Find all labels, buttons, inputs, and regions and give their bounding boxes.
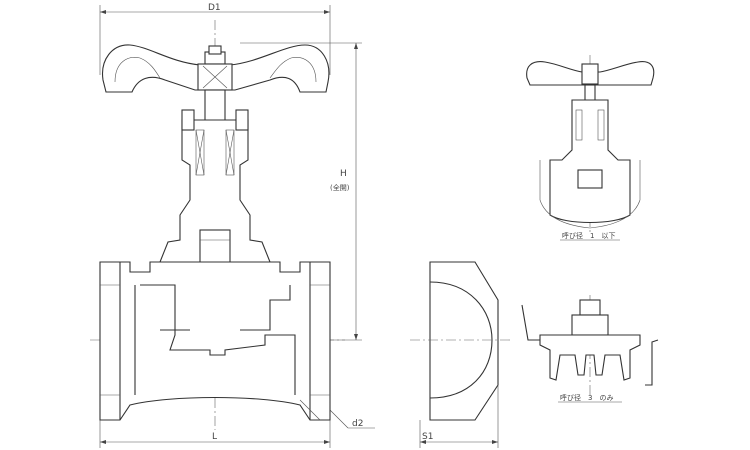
d1-label: D1 [208, 3, 221, 13]
detail-view-1: 呼び径 1 以下 [526, 55, 655, 241]
h-label: H [340, 169, 347, 179]
h-note: (全開) [330, 183, 350, 192]
handwheel [102, 44, 330, 93]
view1-caption: 呼び径 1 以下 [562, 231, 615, 240]
dimension-h: H (全開) [240, 42, 362, 341]
hex-end-view: S1 [410, 261, 510, 448]
dimension-l: L [99, 420, 331, 448]
d2-label: d2 [352, 419, 363, 429]
l-label: L [212, 432, 217, 442]
s1-label: S1 [422, 432, 433, 442]
dimension-d1: D1 [99, 3, 331, 75]
view2-caption: 呼び径 3 のみ [560, 393, 613, 402]
valve-body [99, 261, 331, 421]
detail-view-2: 呼び径 3 のみ [521, 295, 659, 403]
